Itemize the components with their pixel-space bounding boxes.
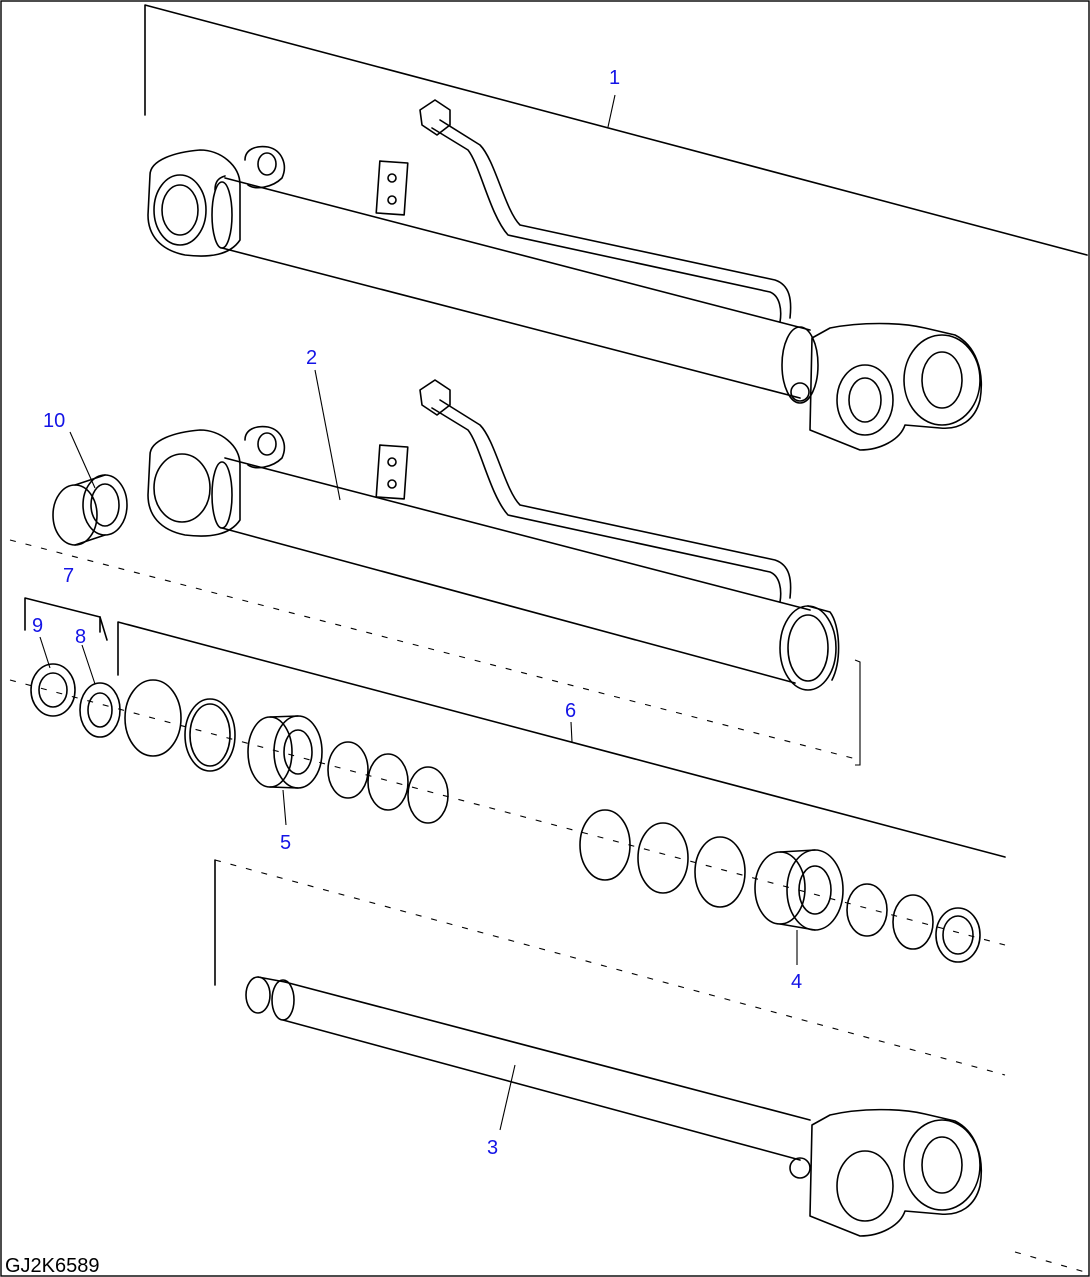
- callout-9: 9: [32, 615, 43, 637]
- callout-2: 2: [306, 347, 317, 369]
- bracket-6: [117, 621, 1006, 858]
- collar-rings-right[interactable]: [846, 883, 981, 963]
- callout-8: 8: [75, 626, 86, 648]
- leader-lines: [39, 94, 798, 1131]
- drawing-code: GJ2K6589: [5, 1255, 100, 1277]
- callout-3: 3: [487, 1137, 498, 1159]
- cylinder-assembly-1[interactable]: [144, 4, 1088, 451]
- seal-rings-left[interactable]: [124, 679, 449, 824]
- cylinder-tube-2[interactable]: [147, 379, 840, 691]
- bushing-10[interactable]: [52, 474, 128, 546]
- piston-4[interactable]: [754, 849, 844, 931]
- callout-7: 7: [63, 565, 74, 587]
- callout-1: 1: [609, 67, 620, 89]
- nut-9[interactable]: [30, 663, 76, 717]
- cylinder-head-5[interactable]: [247, 715, 323, 789]
- callout-10: 10: [43, 410, 65, 432]
- callout-4: 4: [791, 971, 802, 993]
- callout-5: 5: [280, 832, 291, 854]
- piston-rod-3[interactable]: [245, 976, 982, 1237]
- seal-rings-right[interactable]: [579, 809, 746, 908]
- callout-6: 6: [565, 700, 576, 722]
- bracket-9-8: [24, 597, 101, 633]
- lock-washer-8[interactable]: [79, 682, 121, 738]
